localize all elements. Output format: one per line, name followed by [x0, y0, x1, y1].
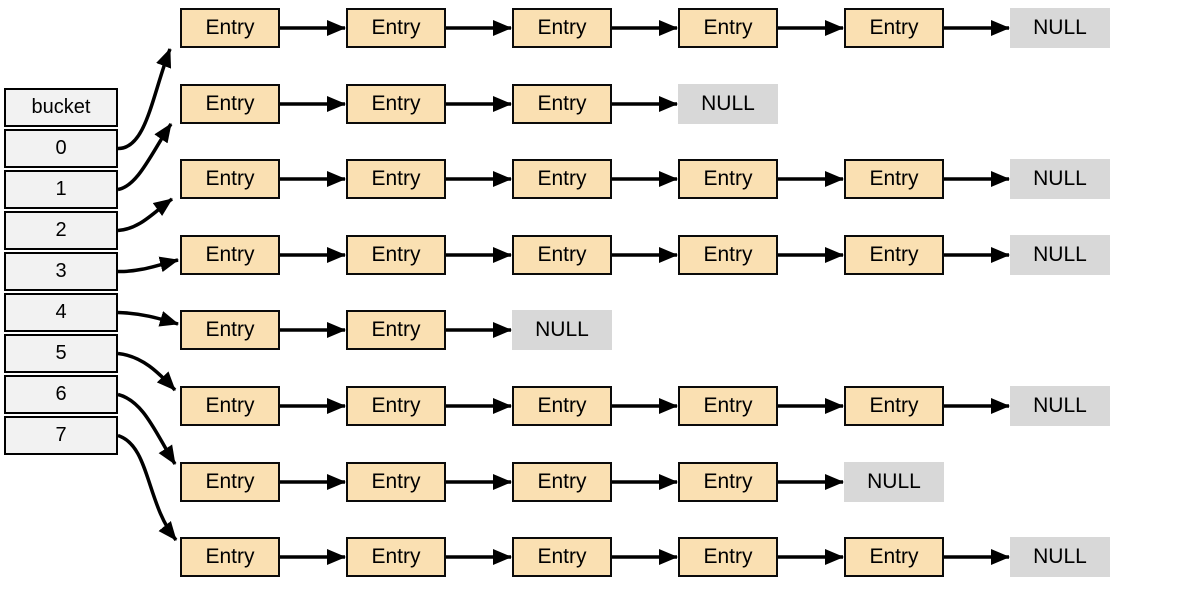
entry-box: Entry [346, 84, 446, 124]
entry-box: Entry [678, 462, 778, 502]
bucket-cell-7: 7 [4, 416, 118, 455]
entry-box: Entry [180, 159, 280, 199]
entry-box: Entry [512, 537, 612, 577]
entry-box: Entry [678, 8, 778, 48]
bucket-cell-0: 0 [4, 129, 118, 168]
entry-box: Entry [844, 8, 944, 48]
bucket-cell-6: 6 [4, 375, 118, 414]
entry-box: Entry [180, 386, 280, 426]
entry-box: Entry [346, 462, 446, 502]
entry-box: Entry [678, 159, 778, 199]
entry-box: Entry [512, 462, 612, 502]
null-box: NULL [1010, 8, 1110, 48]
entry-box: Entry [180, 310, 280, 350]
null-box: NULL [1010, 537, 1110, 577]
bucket-header: bucket [4, 88, 118, 127]
entry-box: Entry [180, 8, 280, 48]
entry-box: Entry [346, 235, 446, 275]
entry-box: Entry [346, 159, 446, 199]
entry-box: Entry [346, 310, 446, 350]
entry-box: Entry [180, 84, 280, 124]
entry-box: Entry [512, 84, 612, 124]
entry-box: Entry [844, 386, 944, 426]
null-box: NULL [512, 310, 612, 350]
entry-box: Entry [180, 537, 280, 577]
entry-box: Entry [346, 537, 446, 577]
bucket-cell-4: 4 [4, 293, 118, 332]
bucket-cell-3: 3 [4, 252, 118, 291]
entry-box: Entry [678, 235, 778, 275]
entry-box: Entry [346, 8, 446, 48]
entry-box: Entry [346, 386, 446, 426]
entry-box: Entry [844, 159, 944, 199]
null-box: NULL [1010, 386, 1110, 426]
entry-box: Entry [678, 537, 778, 577]
null-box: NULL [1010, 159, 1110, 199]
entry-box: Entry [512, 386, 612, 426]
bucket-cell-1: 1 [4, 170, 118, 209]
entry-box: Entry [180, 235, 280, 275]
entry-box: Entry [180, 462, 280, 502]
null-box: NULL [1010, 235, 1110, 275]
entry-box: Entry [512, 159, 612, 199]
null-box: NULL [844, 462, 944, 502]
bucket-cell-2: 2 [4, 211, 118, 250]
entry-box: Entry [678, 386, 778, 426]
entry-box: Entry [844, 235, 944, 275]
entry-box: Entry [512, 235, 612, 275]
entry-box: Entry [844, 537, 944, 577]
null-box: NULL [678, 84, 778, 124]
entry-box: Entry [512, 8, 612, 48]
bucket-cell-5: 5 [4, 334, 118, 373]
